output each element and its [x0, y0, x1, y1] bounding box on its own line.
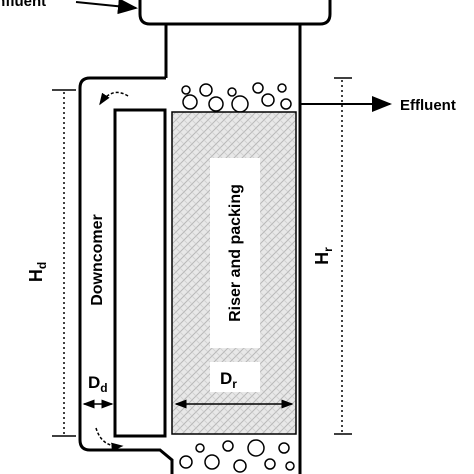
dr-label-box [210, 362, 260, 392]
riser-label: Riser and packing [227, 184, 244, 322]
riser-label-box [210, 158, 260, 348]
reactor-outer-wall [78, 76, 302, 474]
bottom-circulation-arrow [95, 427, 124, 452]
effluent-label: Effluent [400, 97, 456, 114]
top-header-vessel [138, 0, 332, 26]
dr-label: Dr [220, 369, 237, 391]
downcomer-baffle [113, 108, 167, 438]
top-bubbles [181, 82, 292, 113]
hr-label: Hr [312, 247, 335, 265]
dd-label: Dd [88, 373, 108, 395]
influent-arrow [75, 0, 138, 15]
hd-label: Hd [26, 262, 49, 282]
top-circulation-arrow [99, 91, 129, 106]
influent-label: Influent [0, 0, 46, 10]
downcomer-label: Downcomer [89, 214, 106, 306]
bottom-bubbles [179, 439, 295, 473]
